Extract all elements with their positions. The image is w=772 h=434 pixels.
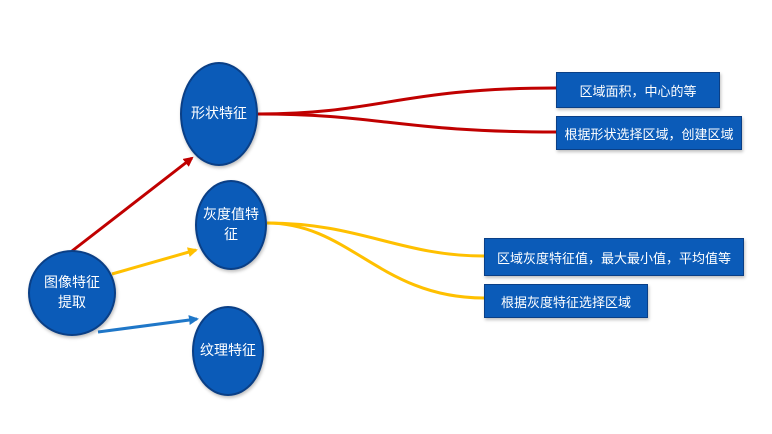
root-node-label: 图像特征提取	[44, 275, 100, 311]
detail-box-shape-select-region: 根据形状选择区域，创建区域	[556, 116, 742, 150]
curve-shape-to-detail-1	[257, 86, 557, 116]
curve-gray-to-detail-1	[266, 221, 485, 258]
gray-node-label: 灰度值特征	[203, 207, 259, 243]
arrow-root-to-gray	[111, 247, 198, 276]
arrow-root-to-shape	[71, 156, 194, 253]
detail-label: 区域灰度特征值，最大最小值，平均值等	[496, 251, 731, 267]
detail-label: 区域面积，中心的等	[579, 84, 697, 100]
curve-shape-to-detail-2	[257, 112, 557, 134]
root-node-image-feature-extraction: 图像特征提取	[28, 250, 116, 336]
detail-box-gray-select-region: 根据灰度特征选择区域	[484, 284, 648, 318]
feature-node-shape: 形状特征	[180, 62, 258, 166]
detail-box-shape-area-center: 区域面积，中心的等	[556, 72, 720, 108]
curve-gray-to-detail-2	[266, 221, 485, 300]
texture-node-label: 纹理特征	[200, 343, 256, 359]
feature-node-texture: 纹理特征	[192, 306, 264, 396]
shape-node-label: 形状特征	[191, 106, 247, 122]
detail-label: 根据灰度特征选择区域	[500, 295, 631, 311]
detail-box-gray-statistics: 区域灰度特征值，最大最小值，平均值等	[484, 238, 744, 276]
feature-node-gray-value: 灰度值特征	[195, 180, 267, 270]
detail-label: 根据形状选择区域，创建区域	[564, 127, 734, 143]
arrow-root-to-texture	[97, 315, 199, 334]
